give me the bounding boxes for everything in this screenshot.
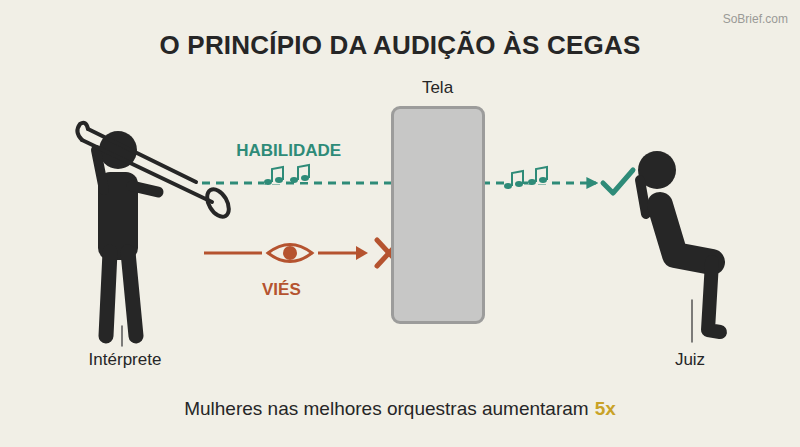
highlight-number: 5x: [595, 398, 616, 420]
bias-arrow: [204, 240, 401, 266]
screen-label: Tela: [422, 78, 453, 98]
watermark: SoBrief.com: [723, 12, 788, 26]
caption: Mulheres nas melhores orquestras aumenta…: [184, 398, 588, 420]
judge: Juiz: [640, 150, 740, 370]
title: O PRINCÍPIO DA AUDIÇÃO ÀS CEGAS: [0, 30, 800, 61]
judge-figure: [638, 151, 720, 342]
performer-label: Intérprete: [89, 350, 162, 370]
performer-figure: [77, 123, 233, 346]
performer: Intérprete: [60, 120, 190, 370]
judge-label: Juiz: [675, 350, 705, 370]
screen: Tela: [385, 78, 490, 340]
bias-label: VIÉS: [262, 280, 301, 300]
caption-row: Mulheres nas melhores orquestras aumenta…: [0, 398, 800, 420]
edge-label: HABILIDADE: [233, 141, 344, 161]
screen-panel: [391, 106, 485, 324]
